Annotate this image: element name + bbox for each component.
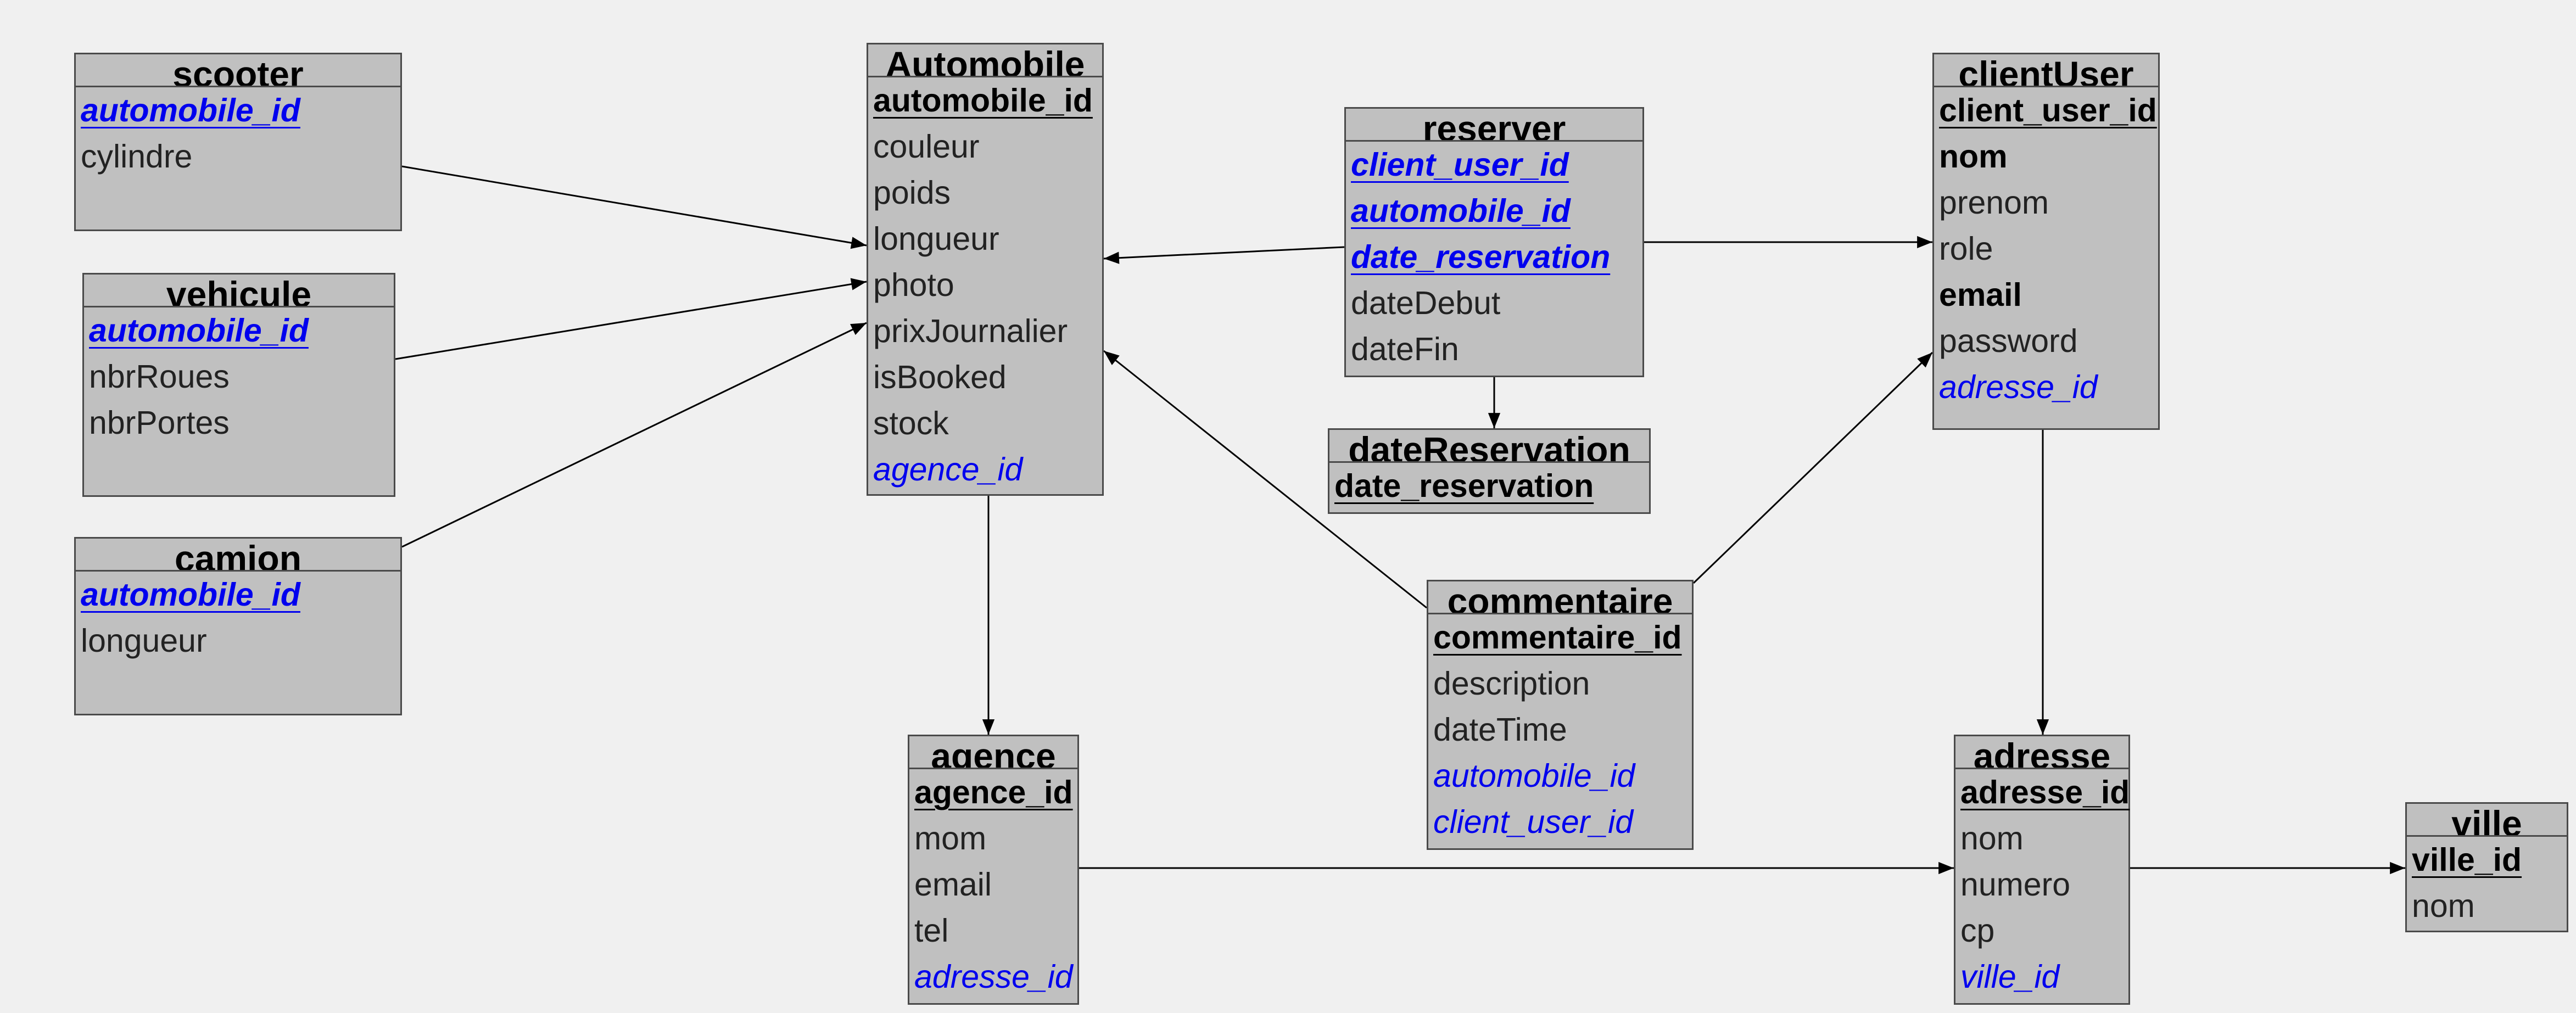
relation-line-vehicule-automobile (395, 281, 867, 360)
entity-title: agence (909, 736, 1077, 769)
entity-field: date_reservation (1334, 468, 1594, 504)
arrowhead-icon (2390, 861, 2405, 875)
entity-title: vehicule (84, 275, 394, 307)
entity-field: cp (1960, 913, 1995, 949)
entity-field: stock (873, 405, 949, 441)
entity-field: agence_id (873, 451, 1023, 488)
entity-field: adresse_id (914, 959, 1073, 995)
entity-title: commentaire (1428, 581, 1692, 614)
entity-field: agence_id (914, 774, 1073, 810)
entity-field: ville_id (2412, 842, 2522, 878)
entity-field: longueur (873, 221, 999, 257)
entity-field: password (1939, 323, 2078, 359)
entity-title: Automobile (868, 44, 1102, 77)
entity-camion: camion automobile_id longueur (74, 537, 402, 715)
entity-field: dateTime (1433, 712, 1567, 748)
entity-title: adresse (1955, 736, 2128, 769)
entity-field: automobile_id (1433, 758, 1635, 794)
entity-field: automobile_id (81, 92, 300, 128)
arrowhead-icon (1917, 236, 1932, 249)
entity-date-reservation: dateReservation date_reservation (1328, 428, 1651, 514)
entity-reserver: reserver client_user_id automobile_id date_… (1344, 107, 1644, 377)
arrowhead-icon (850, 278, 867, 290)
entity-field: couleur (873, 128, 980, 165)
entity-title: camion (76, 539, 400, 572)
arrowhead-icon (1104, 351, 1120, 366)
entity-field: ville_id (1960, 959, 2060, 995)
arrowhead-icon (1104, 251, 1120, 264)
arrowhead-icon (850, 237, 867, 249)
entity-field: cylindre (81, 138, 193, 175)
entity-field: photo (873, 267, 954, 303)
relation-line-scooter-automobile (401, 165, 867, 247)
entity-title: clientUser (1934, 54, 2158, 87)
entity-title: scooter (76, 54, 400, 87)
entity-field: automobile_id (81, 577, 300, 613)
entity-field: dateFin (1351, 331, 1459, 367)
entity-field: automobile_id (1351, 193, 1571, 229)
entity-field: tel (914, 913, 949, 949)
arrowhead-icon (1488, 413, 1501, 428)
relation-line-commentaire-clientUser (1692, 351, 1934, 584)
entity-field: nbrPortes (89, 405, 230, 441)
arrowhead-icon (1938, 861, 1954, 875)
arrowhead-icon (850, 323, 867, 335)
entity-field: prenom (1939, 184, 2049, 221)
entity-field: client_user_id (1351, 147, 1569, 183)
entity-title: reserver (1346, 109, 1642, 142)
entity-field: role (1939, 231, 1993, 267)
entity-field: automobile_id (89, 312, 309, 349)
entity-field: automobile_id (873, 82, 1093, 119)
entity-vehicule: vehicule automobile_id nbrRoues nbrPortes (82, 273, 395, 497)
arrowhead-icon (982, 719, 995, 735)
entity-field: description (1433, 665, 1590, 702)
entity-field: adresse_id (1939, 369, 2098, 405)
entity-field: email (914, 866, 992, 903)
entity-field: nom (1960, 820, 2024, 857)
entity-field: numero (1960, 866, 2071, 903)
entity-field: poids (873, 175, 951, 211)
entity-field: adresse_id (1960, 774, 2130, 810)
entity-field: longueur (81, 623, 207, 659)
entity-field: nbrRoues (89, 359, 230, 395)
entity-title: ville (2407, 804, 2567, 837)
entity-field: commentaire_id (1433, 619, 1682, 656)
entity-field: client_user_id (1939, 92, 2157, 128)
entity-field: client_user_id (1433, 804, 1634, 840)
relation-line-camion-automobile (401, 322, 867, 548)
arrowhead-icon (1917, 352, 1932, 368)
entity-field: prixJournalier (873, 313, 1068, 349)
entity-scooter: scooter automobile_id cylindre (74, 53, 402, 231)
entity-field: nom (1939, 138, 2008, 175)
entity-field: date_reservation (1351, 239, 1611, 275)
entity-commentaire: commentaire commentaire_id description date… (1427, 580, 1694, 850)
entity-field: dateDebut (1351, 285, 1501, 321)
entity-field: nom (2412, 888, 2475, 924)
relation-line-reserver-automobile (1103, 246, 1345, 260)
entity-field: mom (914, 820, 987, 857)
arrowhead-icon (2036, 719, 2049, 735)
entity-field: isBooked (873, 359, 1007, 395)
entity-title: dateReservation (1329, 430, 1649, 463)
entity-field: email (1939, 277, 2022, 313)
